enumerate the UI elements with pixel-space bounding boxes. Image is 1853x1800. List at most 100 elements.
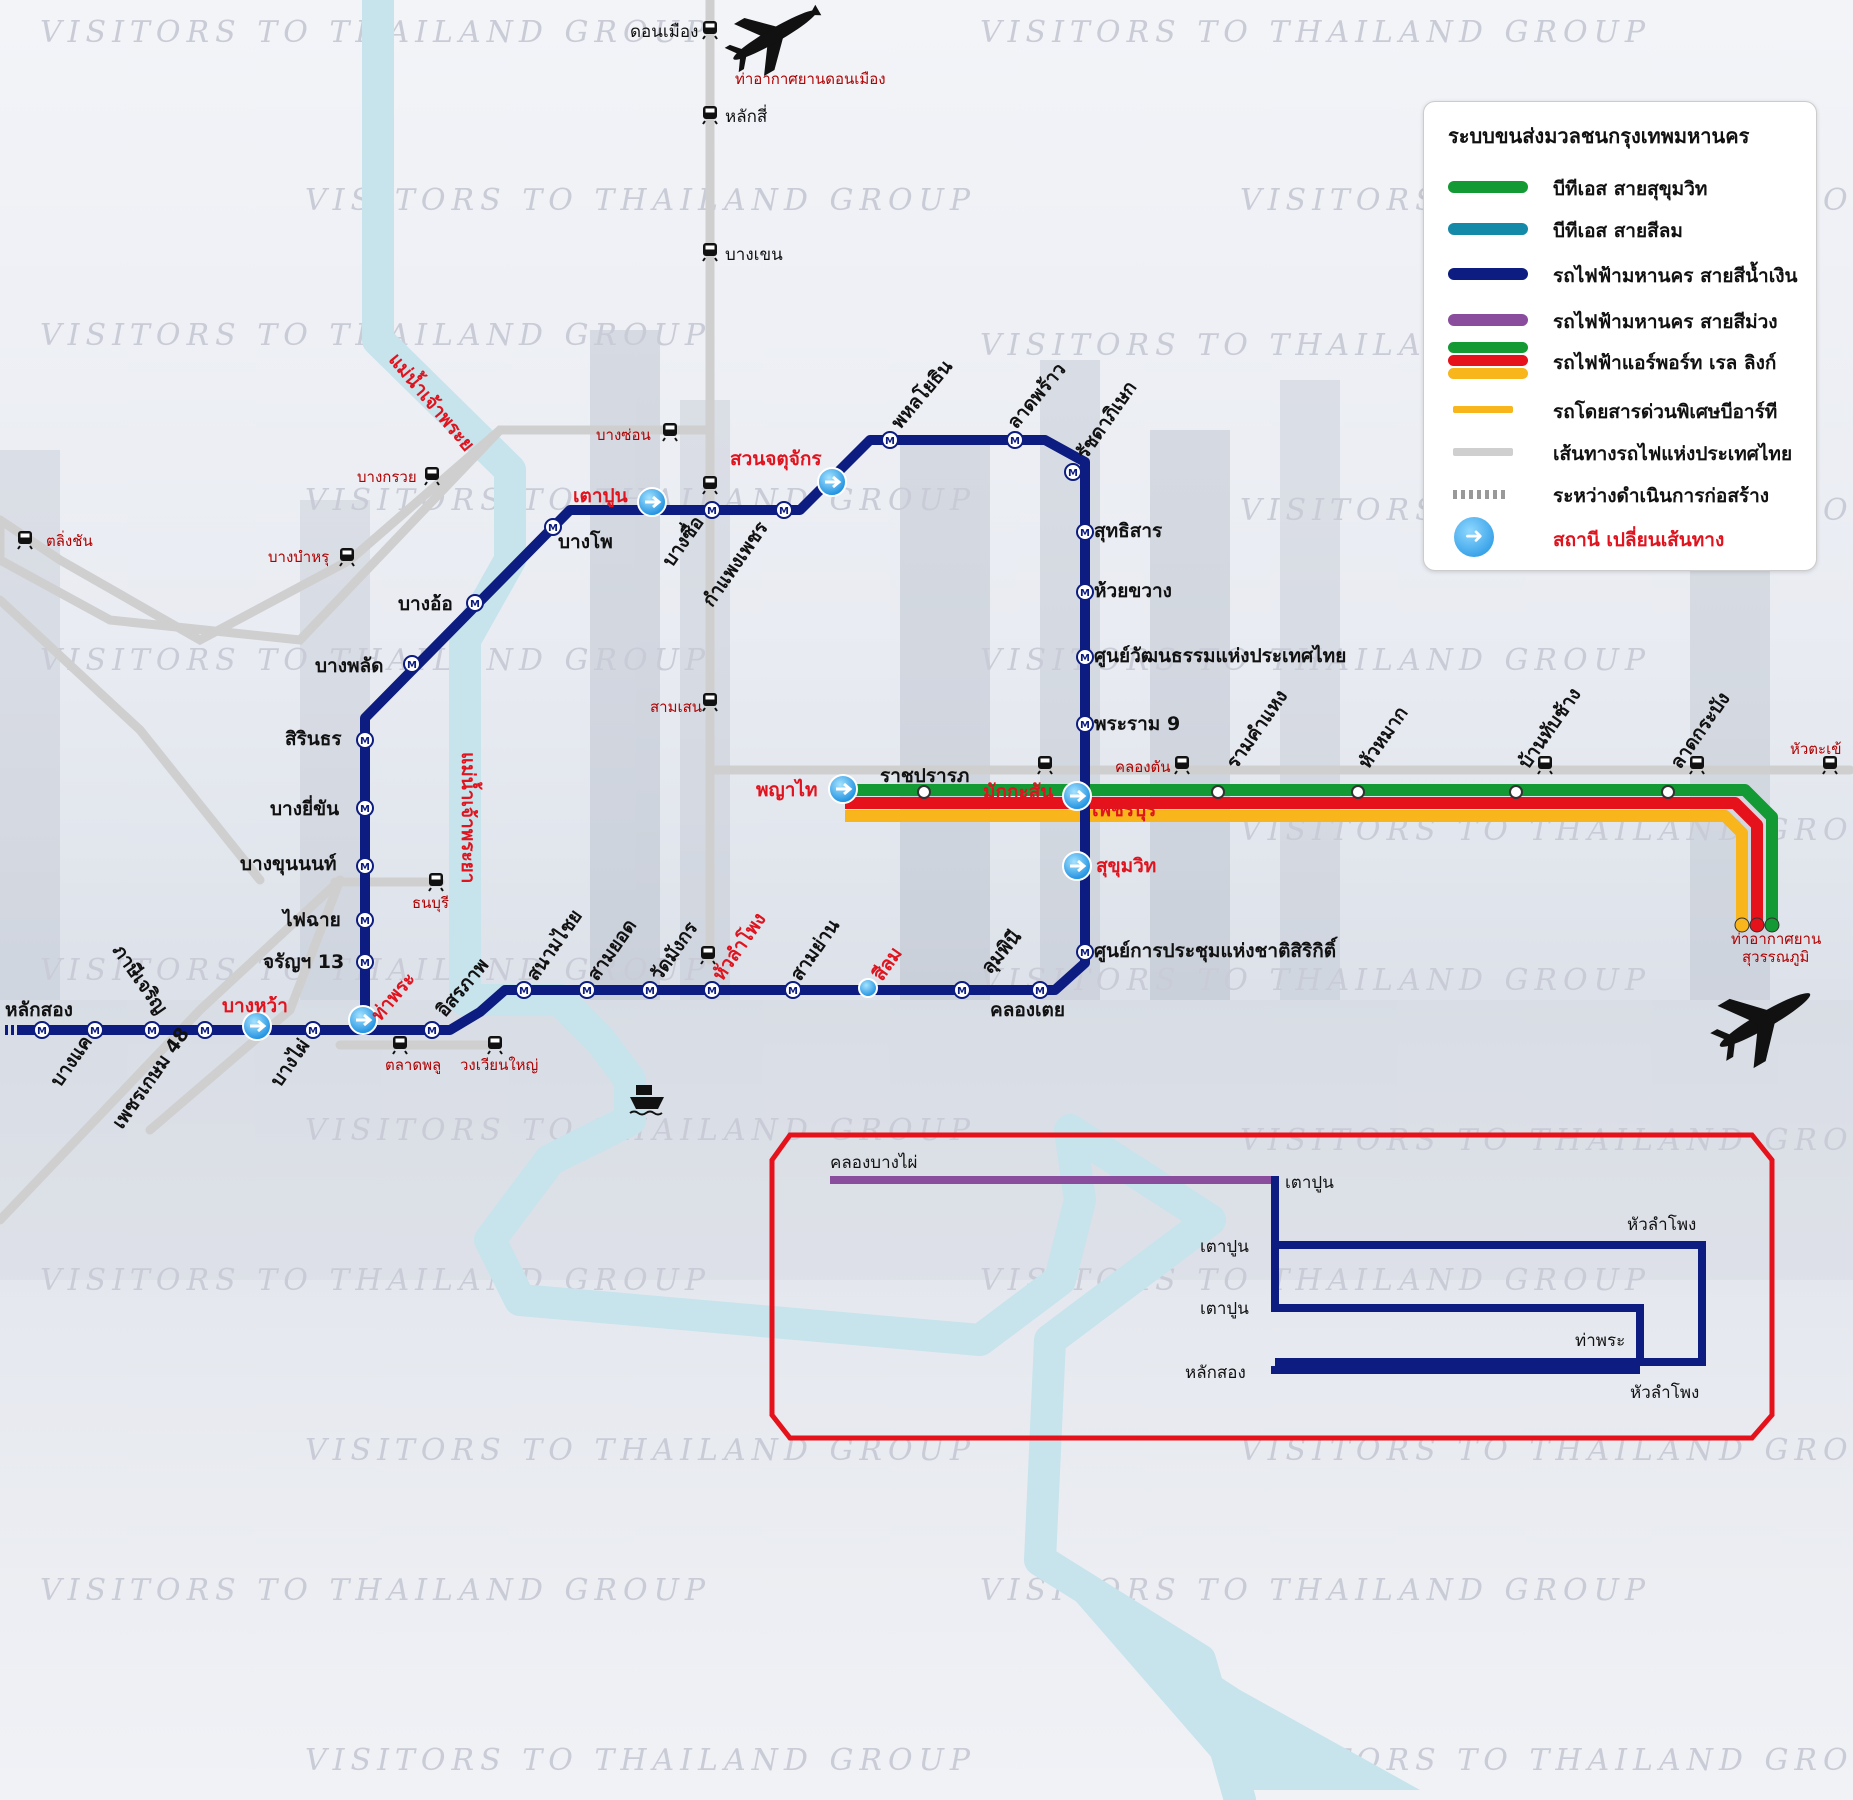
train-icon	[702, 476, 718, 495]
interchange-icon	[858, 978, 878, 998]
m-glyph: M	[1080, 653, 1090, 664]
train-icon	[424, 467, 440, 486]
m-glyph: M	[707, 986, 717, 997]
arl-red-swatch	[1448, 355, 1528, 366]
legend-item-interchange: ➜ สถานี เปลี่ยนเส้นทาง	[1448, 517, 1808, 561]
m-glyph: M	[1080, 588, 1090, 599]
srt-lines	[0, 0, 1853, 1225]
srt-label: บางกรวย	[357, 468, 417, 486]
train-icon	[339, 548, 355, 567]
purple-line-swatch	[1448, 314, 1528, 326]
svg-text:VISITORS TO THAILAND GROUP: VISITORS TO THAILAND GROUP	[40, 1573, 711, 1608]
interchange-label: มักกะสัน	[983, 781, 1053, 803]
legend-item-arl: รถไฟฟ้าแอร์พอร์ท เรล ลิงก์	[1448, 342, 1808, 386]
mrt-station-marker	[356, 911, 374, 929]
inset-label: เตาปูน	[1200, 1237, 1249, 1257]
station-label: บางโพ	[558, 530, 613, 553]
station-label: บางขุนนนท์	[240, 853, 336, 876]
m-glyph: M	[1080, 948, 1090, 959]
train-icon	[702, 243, 718, 262]
station-label: จรัญฯ 13	[263, 951, 344, 973]
svg-text:VISITORS TO THAILAND GROUP: VISITORS TO THAILAND GROUP	[1240, 1123, 1853, 1158]
train-icon	[702, 693, 718, 712]
srt-station-icons	[17, 21, 1838, 1055]
teal-line-swatch	[1448, 223, 1528, 235]
m-glyph: M	[1010, 436, 1020, 447]
interchange-label: เพชรบุรี	[1092, 799, 1157, 822]
m-glyph: M	[360, 958, 370, 969]
skyline-background	[0, 330, 1853, 1280]
train-icon	[1822, 756, 1838, 775]
srt-label: หัวตะเข้	[1790, 740, 1842, 758]
srt-label: ตลาดพลู	[385, 1056, 441, 1074]
m-glyph: M	[885, 436, 895, 447]
m-glyph: M	[308, 1026, 318, 1037]
train-icon	[428, 873, 444, 892]
legend-item-srt: เส้นทางรถไฟแห่งประเทศไทย	[1448, 437, 1808, 467]
legend-item-construction: ระหว่างดำเนินการก่อสร้าง	[1448, 479, 1808, 509]
river-label-upper: แม่น้ำเจ้าพระยา	[384, 347, 488, 464]
mrt-station-marker	[1064, 463, 1082, 481]
legend-label: ระหว่างดำเนินการก่อสร้าง	[1553, 485, 1770, 507]
mrt-station-marker	[1031, 981, 1049, 999]
mrt-station-marker	[403, 655, 421, 673]
interchange-label: สวนจตุจักร	[730, 448, 822, 471]
srt-label: วงเวียนใหญ่	[460, 1056, 538, 1074]
m-glyph: M	[360, 736, 370, 747]
brt-swatch	[1453, 406, 1513, 413]
m-glyph: M	[707, 506, 717, 517]
airport-label: สุวรรณภูมิ	[1742, 948, 1809, 967]
airport-label: ท่าอากาศยาน	[1731, 930, 1821, 948]
arrow-icon	[645, 495, 662, 509]
airport-label: ท่าอากาศยานดอนเมือง	[735, 70, 886, 88]
arrow-icon	[356, 1013, 373, 1027]
svg-text:VISITORS TO THAILAND GROUP: VISITORS TO THAILAND GROUP	[305, 1743, 976, 1778]
mrt-station-marker	[86, 1021, 104, 1039]
mrt-station-marker	[423, 1021, 441, 1039]
mrt-station-marker	[953, 981, 971, 999]
interchange-icon: ➜	[1454, 517, 1494, 557]
svg-text:VISITORS TO THAILAND GROUP: VISITORS TO THAILAND GROUP	[980, 15, 1651, 50]
legend-item-brt: รถโดยสารด่วนพิเศษบีอาร์ที	[1448, 395, 1808, 425]
mrt-station-marker	[1076, 583, 1094, 601]
arrow-icon	[1070, 789, 1087, 803]
m-glyph: M	[582, 986, 592, 997]
mrt-station-marker	[1076, 523, 1094, 541]
m-glyph: M	[788, 986, 798, 997]
arrow-icon	[1070, 859, 1087, 873]
m-glyph: M	[90, 1026, 100, 1037]
mrt-station-marker	[356, 857, 374, 875]
m-glyph: M	[519, 986, 529, 997]
construction-swatch	[1453, 490, 1505, 499]
m-glyph: M	[360, 804, 370, 815]
station-label: บางพลัด	[315, 655, 384, 677]
legend-item-sukhumvit: บีทีเอส สายสุขุมวิท	[1448, 172, 1808, 202]
legend-label: บีทีเอส สายสุขุมวิท	[1553, 178, 1708, 200]
inset-label: เตาปูน	[1200, 1299, 1249, 1319]
station-label: หลักสอง	[5, 999, 73, 1021]
mrt-station-marker	[784, 981, 802, 999]
mrt-station-marker	[641, 981, 659, 999]
mrt-station-marker	[466, 594, 484, 612]
legend-label: รถไฟฟ้ามหานคร สายสีม่วง	[1553, 311, 1778, 333]
m-glyph: M	[200, 1026, 210, 1037]
arl-stations	[917, 785, 1675, 799]
srt-swatch	[1453, 448, 1513, 456]
station-label: สิรินธร	[285, 728, 342, 750]
arrow-icon	[836, 782, 853, 796]
station-label: หัวหมาก	[1354, 703, 1412, 773]
interchange-label: สุขุมวิท	[1096, 855, 1156, 878]
legend-label: เส้นทางรถไฟแห่งประเทศไทย	[1553, 443, 1793, 465]
arrow-icon	[825, 475, 842, 489]
srt-label: คลองตัน	[1115, 758, 1171, 776]
srt-label: ดอนเมือง	[630, 22, 698, 42]
mrt-station-marker	[578, 981, 596, 999]
arl-green-swatch	[1448, 342, 1528, 353]
interchange-icons	[242, 467, 1092, 1041]
mrt-station-marker	[356, 953, 374, 971]
train-icon	[700, 946, 716, 965]
airplane-icon	[724, 4, 822, 76]
legend-label: บีทีเอส สายสีลม	[1553, 220, 1683, 242]
